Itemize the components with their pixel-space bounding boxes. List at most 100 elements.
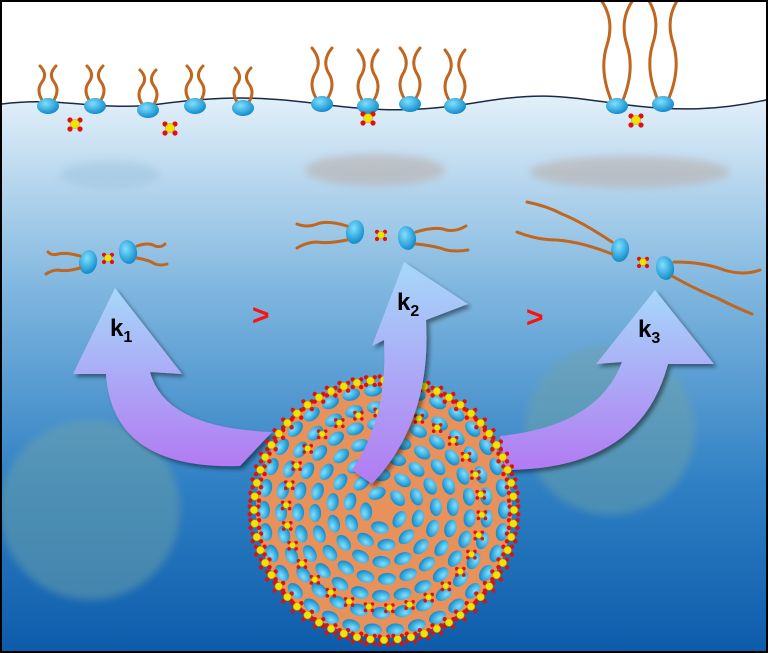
sulfur-atom <box>318 430 326 438</box>
arrow-k3 <box>500 290 714 470</box>
sulfur-atom <box>303 400 312 409</box>
head-group <box>394 551 412 565</box>
alkyl-tail <box>96 64 106 102</box>
oxygen-atom <box>453 406 459 412</box>
oxygen-atom <box>345 635 351 641</box>
sulfur-atom <box>631 115 641 125</box>
blurred-dimer <box>60 161 160 189</box>
oxygen-atom <box>250 485 255 490</box>
sulfur-atom <box>472 471 479 479</box>
head-group <box>331 576 349 591</box>
head-group <box>371 521 389 534</box>
sulfur-atom <box>339 629 348 638</box>
oxygen-atom <box>273 577 278 582</box>
oxygen-atom <box>337 635 342 641</box>
head-group <box>184 98 206 114</box>
head-group <box>350 603 368 617</box>
head-group <box>277 525 291 544</box>
sulfur-atom <box>283 522 291 529</box>
oxygen-atom <box>473 536 478 541</box>
oxygen-atom <box>312 399 317 404</box>
sulfur-atom <box>304 445 312 452</box>
oxygen-atom <box>290 415 295 420</box>
head-group <box>428 395 446 410</box>
oxygen-atom <box>303 565 308 569</box>
head-group <box>329 595 347 609</box>
oxygen-atom <box>298 467 302 472</box>
head-group <box>498 501 510 519</box>
oxygen-atom <box>506 525 512 531</box>
alkyl-tail <box>135 256 169 267</box>
label-k2: k2 <box>397 289 419 320</box>
head-group <box>392 511 407 528</box>
head-group <box>610 238 630 262</box>
oxygen-atom <box>440 587 445 592</box>
oxygen-atom <box>332 593 337 598</box>
head-group <box>282 460 297 478</box>
oxygen-atom <box>491 435 496 441</box>
sulfur-atom <box>327 588 335 596</box>
sulfur-atom <box>492 440 501 450</box>
sulfur-atom <box>433 424 441 432</box>
alkyl-tail <box>184 64 194 102</box>
oxygen-atom <box>638 122 644 128</box>
head-group <box>426 519 440 538</box>
alkyl-tail <box>324 46 334 100</box>
oxygen-atom <box>454 573 459 577</box>
head-group <box>353 475 370 491</box>
head-group <box>336 534 352 551</box>
head-group <box>312 525 326 543</box>
head-group <box>315 562 331 579</box>
sulfur-atom <box>456 400 465 409</box>
head-group <box>333 448 350 464</box>
head-group <box>394 473 411 488</box>
sulfur-atom <box>274 429 283 438</box>
oxygen-atom <box>399 641 405 646</box>
alkyl-tail <box>621 0 635 102</box>
oxygen-atom <box>324 393 330 398</box>
oxygen-atom <box>504 539 510 544</box>
oxygen-atom <box>636 263 642 269</box>
oxygen-atom <box>289 599 294 604</box>
sulfur-atom <box>252 478 261 488</box>
sulfur-atom <box>104 254 112 262</box>
head-group <box>413 445 431 460</box>
oxygen-atom <box>359 639 364 644</box>
oxygen-atom <box>413 639 418 644</box>
oxygen-atom <box>312 624 317 630</box>
oxygen-atom <box>363 382 369 388</box>
oxygen-atom <box>442 624 447 630</box>
alkyl-tail <box>232 66 242 104</box>
sulfur-atom <box>432 387 441 396</box>
oxygen-atom <box>496 459 501 464</box>
sulfur-atom <box>250 492 259 501</box>
alkyl-tail <box>149 68 159 106</box>
alkyl-tail <box>244 66 254 104</box>
head-group <box>428 610 446 625</box>
oxygen-atom <box>316 581 321 585</box>
oxygen-atom <box>480 536 485 541</box>
sulfur-atom <box>503 546 512 555</box>
alkyl-tail <box>44 266 82 276</box>
sulfur-atom <box>485 429 494 438</box>
head-group <box>444 519 457 538</box>
oxygen-atom <box>250 539 255 544</box>
oxygen-atom <box>287 547 291 551</box>
sulfur-atom <box>363 113 373 123</box>
head-group <box>408 462 425 477</box>
head-group <box>444 449 460 466</box>
oxygen-atom <box>272 435 277 441</box>
sulfur-atom <box>385 604 393 612</box>
oxygen-atom <box>325 593 330 598</box>
oxygen-atom <box>475 496 480 500</box>
head-group <box>275 438 289 456</box>
oxygen-atom <box>509 471 515 477</box>
oxygen-atom <box>109 259 115 265</box>
sulfur-atom <box>478 511 486 519</box>
head-group <box>495 479 509 497</box>
alkyl-tail <box>46 250 82 258</box>
oxygen-atom <box>386 642 391 647</box>
oxygen-atom <box>377 382 382 387</box>
oxygen-atom <box>470 476 474 480</box>
head-group <box>259 479 273 497</box>
